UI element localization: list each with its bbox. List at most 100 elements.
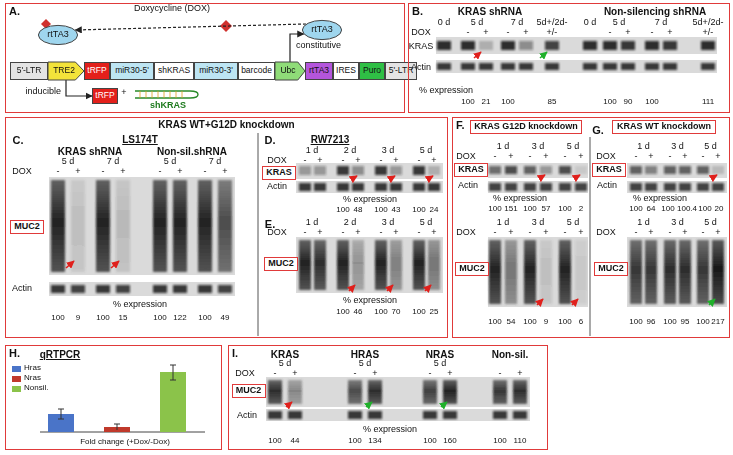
figure-label: + (543, 228, 548, 238)
figure-label: + (523, 28, 528, 38)
figure-label: - (564, 228, 567, 238)
figure-label: 100 (558, 205, 571, 214)
panel-frame: I.MUC2 (228, 345, 548, 450)
figure-label: 5 d (359, 359, 372, 369)
figure-label: 1 d (497, 218, 510, 228)
node-text: IRES (336, 66, 356, 75)
figure-label: qRTPCR (40, 349, 81, 360)
figure-label: + (317, 228, 322, 238)
figure-label: Actin (458, 181, 478, 191)
figure-label: 100 (488, 205, 501, 214)
figure-label: 15 (119, 314, 128, 323)
figure-label: 122 (173, 314, 186, 323)
figure-label: 2 d (344, 218, 357, 228)
figure-label: 9 (544, 318, 548, 327)
figure-label: 100 (661, 205, 674, 214)
figure-label: LS174T (122, 134, 158, 145)
figure-label: 151 (504, 205, 517, 214)
figure-label: - (494, 228, 497, 238)
figure-label: G. (592, 124, 604, 136)
protein-ellipse: rtTA3 (38, 25, 78, 45)
figure-label: + (517, 369, 522, 379)
figure-label: 54 (507, 318, 516, 327)
panel-frame: B. (408, 3, 730, 113)
label-box: MUC2 (10, 220, 44, 234)
figure-label: C. (13, 134, 24, 146)
node-text: miR30-5' (115, 66, 149, 75)
figure-label: 100 (96, 314, 109, 323)
vector-segment: barcode (238, 62, 275, 80)
figure-label: - (102, 167, 105, 177)
figure-label: Actin (237, 411, 257, 421)
figure-label: + (682, 152, 687, 162)
figure-label: Doxycycline (DOX) (134, 4, 210, 14)
label-box: KRAS (262, 166, 296, 180)
figure-label: - (529, 228, 532, 238)
figure-label: 5 d (279, 359, 292, 369)
figure-label: + (222, 167, 227, 177)
label-box: MUC2 (455, 262, 489, 276)
figure-label: + (483, 28, 488, 38)
figure-label: 1 d (637, 142, 650, 152)
figure-label: 100 (374, 308, 387, 317)
figure-label: + (715, 228, 720, 238)
figure-label: + (431, 156, 436, 166)
figure-label: + (667, 28, 672, 38)
node-text: MUC2 (236, 386, 262, 396)
figure-label: 3 d (671, 142, 684, 152)
figure-label: + (543, 152, 548, 162)
figure-label: D. (265, 134, 276, 146)
figure-label: - (635, 228, 638, 238)
figure-label: + (682, 228, 687, 238)
figure-label: 5 d (434, 359, 447, 369)
figure-label: + (372, 369, 377, 379)
node-text: 5'-LTR (389, 66, 414, 75)
figure-label: 5d+/2d- (537, 18, 568, 28)
figure-label: % expression (343, 296, 397, 306)
node-text: KRAS (458, 165, 484, 175)
arrow-outline (275, 62, 305, 80)
figure-label: - (564, 152, 567, 162)
figure-label: + (177, 167, 182, 177)
figure-label: 100 (198, 314, 211, 323)
legend-swatch (12, 366, 21, 372)
label-box: MUC2 (264, 257, 298, 271)
figure-label: 57 (542, 205, 551, 214)
band-arrow (66, 52, 717, 407)
figure-label: 3 d (382, 146, 395, 156)
figure-label: 100 (268, 437, 281, 446)
figure-label: - (669, 152, 672, 162)
figure-label: - (669, 228, 672, 238)
figure-label: - (380, 228, 383, 238)
protein-ellipse: rtTA3 (302, 20, 342, 40)
figure-label: 1 d (306, 218, 319, 228)
figure-label: + (355, 156, 360, 166)
figure-label: DOX (456, 152, 476, 162)
figure-label: - (354, 369, 357, 379)
figure-label: + (121, 88, 126, 98)
figure-label: 100 (698, 205, 711, 214)
figure-label: +/- (547, 28, 558, 38)
figure-label: DOX (12, 167, 32, 177)
figure-label: 110 (514, 437, 527, 446)
figure-label: + (715, 152, 720, 162)
figure-label: DOX (456, 228, 476, 238)
figure-label: 48 (354, 206, 363, 215)
figure-label: Actin (597, 181, 617, 191)
figure-label: 3 d (532, 218, 545, 228)
edge-label: inducible (24, 87, 62, 97)
figure-label: - (342, 228, 345, 238)
node-text: rtTA3 (47, 30, 68, 40)
figure-label: 3 d (532, 142, 545, 152)
figure-label: DOX (235, 369, 255, 379)
figure-label: - (702, 152, 705, 162)
figure-label: 100 (374, 206, 387, 215)
figure-label: 49 (221, 314, 230, 323)
panel-heading: F. (456, 119, 465, 131)
figure-label: 100 (423, 437, 436, 446)
node-text: tRFP (87, 66, 106, 75)
promoter-arrow: Ubc (275, 62, 305, 80)
node-text: MUC2 (14, 222, 40, 232)
figure-label: + (120, 167, 125, 177)
panel-frame: H. (5, 345, 222, 450)
